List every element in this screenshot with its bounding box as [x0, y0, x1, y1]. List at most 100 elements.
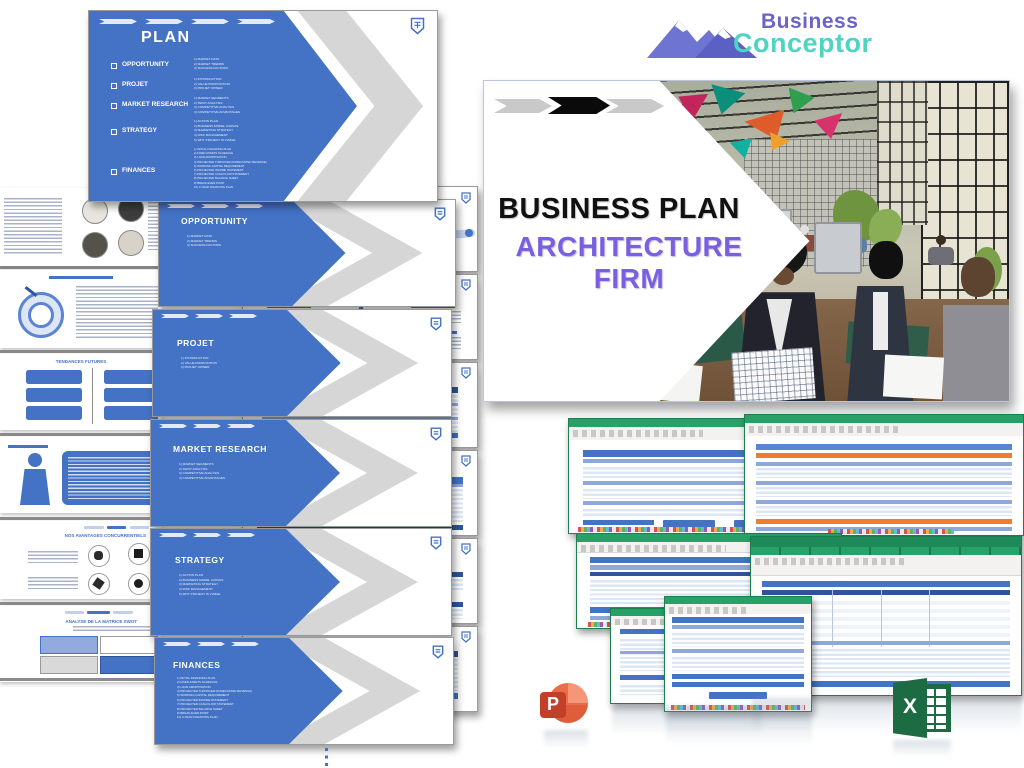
nav-pill [195, 314, 223, 318]
trend-box [104, 370, 158, 384]
stack-divider [0, 602, 163, 605]
nav-pill [197, 642, 225, 646]
plan-section-label: OPPORTUNITY [122, 61, 169, 68]
table-rows [756, 504, 1012, 516]
table-header [590, 572, 828, 576]
plan-section-label: FINANCES [122, 167, 156, 174]
trend-box [26, 388, 82, 402]
nav-pill [129, 526, 150, 529]
slide-title: NOS AVANTAGES CONCURRENTIELS [64, 533, 146, 538]
table-title-band [761, 581, 1011, 587]
person-right-shirt [873, 292, 888, 350]
chapter-title: OPPORTUNITY [181, 216, 248, 226]
checkbox-icon [111, 129, 117, 135]
shield-badge-icon [461, 631, 471, 643]
nav-pill [229, 314, 257, 318]
decor-circle [118, 230, 144, 256]
speaker-head-icon [28, 453, 42, 467]
center-line [92, 368, 93, 424]
shield-badge-icon [434, 207, 446, 221]
nav-pill [227, 424, 255, 428]
mountains-icon [647, 20, 757, 58]
drawing-sheet [882, 354, 944, 400]
excel-window-2 [744, 414, 1024, 536]
swot-quad-weaknesses [100, 636, 158, 654]
shield-badge-icon [461, 543, 471, 555]
button-band [663, 520, 716, 528]
left-slide-speaker [0, 437, 162, 513]
checkbox-icon [111, 169, 117, 175]
powerpoint-letter: P [546, 694, 559, 714]
plan-section-label: STRATEGY [122, 127, 157, 134]
orange-band [756, 519, 1012, 524]
trend-box [104, 388, 158, 402]
person-silhouette [935, 234, 946, 245]
table-header [761, 590, 1011, 595]
slide-title: TENDANCES FUTURES [55, 359, 107, 364]
speaker-podium-icon [20, 469, 50, 505]
taskbar-icons [828, 529, 954, 534]
plan-slide: PLAN OPPORTUNITY PROJET MARKET RESEARCH … [88, 10, 438, 202]
table-subheader [672, 625, 804, 629]
chevron-black [548, 97, 610, 114]
table-rows [583, 465, 791, 479]
slide-title: ANALYSE DE LA MATRICE SWOT [65, 619, 138, 624]
chapter-title: STRATEGY [175, 555, 225, 565]
nav-pill [193, 533, 221, 537]
table-title-band [756, 444, 1012, 450]
nav-pill [159, 424, 187, 428]
photo-window-wall [876, 81, 929, 225]
person-far-right-blazer [942, 305, 1009, 401]
left-slide-swot: ANALYSE DE LA MATRICE SWOT [0, 606, 162, 682]
excel-titlebar [751, 537, 1021, 547]
powerpoint-letter-tile [540, 692, 566, 718]
excel-sheet [745, 440, 1023, 535]
person-silhouette [928, 247, 955, 266]
nav-pill [145, 19, 183, 24]
decor-bullets [76, 286, 158, 338]
stack-divider [0, 678, 162, 681]
shield-badge-icon [430, 317, 442, 331]
chevron-gray [494, 99, 552, 113]
nav-pill-active [87, 611, 111, 614]
chapter-title: FINANCES [173, 660, 221, 670]
left-slide-target [0, 270, 162, 348]
table-title-band [590, 557, 828, 563]
brand-logo: Business Conceptor [645, 4, 895, 64]
stack-divider [0, 350, 163, 353]
main-title-line2: ARCHITECTURE FIRM [515, 231, 743, 294]
nav-pill [191, 19, 229, 24]
table-subheader [756, 481, 1012, 485]
table-gridline [929, 590, 931, 656]
plan-section-label: MARKET RESEARCH [122, 101, 189, 108]
brand-word-top: Business [761, 10, 859, 33]
shield-badge-icon [430, 536, 442, 550]
drawing-sheet [731, 347, 816, 401]
table-footer [620, 675, 680, 680]
table-subheader [590, 565, 828, 570]
advantage-icon [134, 549, 143, 558]
swot-quad-threats [100, 656, 158, 674]
table-subheader [261, 417, 459, 420]
nav-pill [193, 424, 221, 428]
table-rows [756, 485, 1012, 497]
table-rows [583, 487, 791, 499]
excel-ribbon [745, 423, 1023, 437]
nav-pill [161, 314, 189, 318]
table-subheader [756, 500, 1012, 504]
nav-pill [99, 19, 137, 24]
decor-title-bar [48, 276, 114, 279]
photo-window-wall [920, 81, 1009, 331]
shield-badge-icon [410, 17, 425, 35]
shield-badge-icon [461, 192, 471, 204]
excel-titlebar [569, 419, 805, 427]
excel-ribbon [751, 555, 1021, 576]
table-rows [672, 655, 804, 671]
table-gridline [832, 590, 833, 656]
